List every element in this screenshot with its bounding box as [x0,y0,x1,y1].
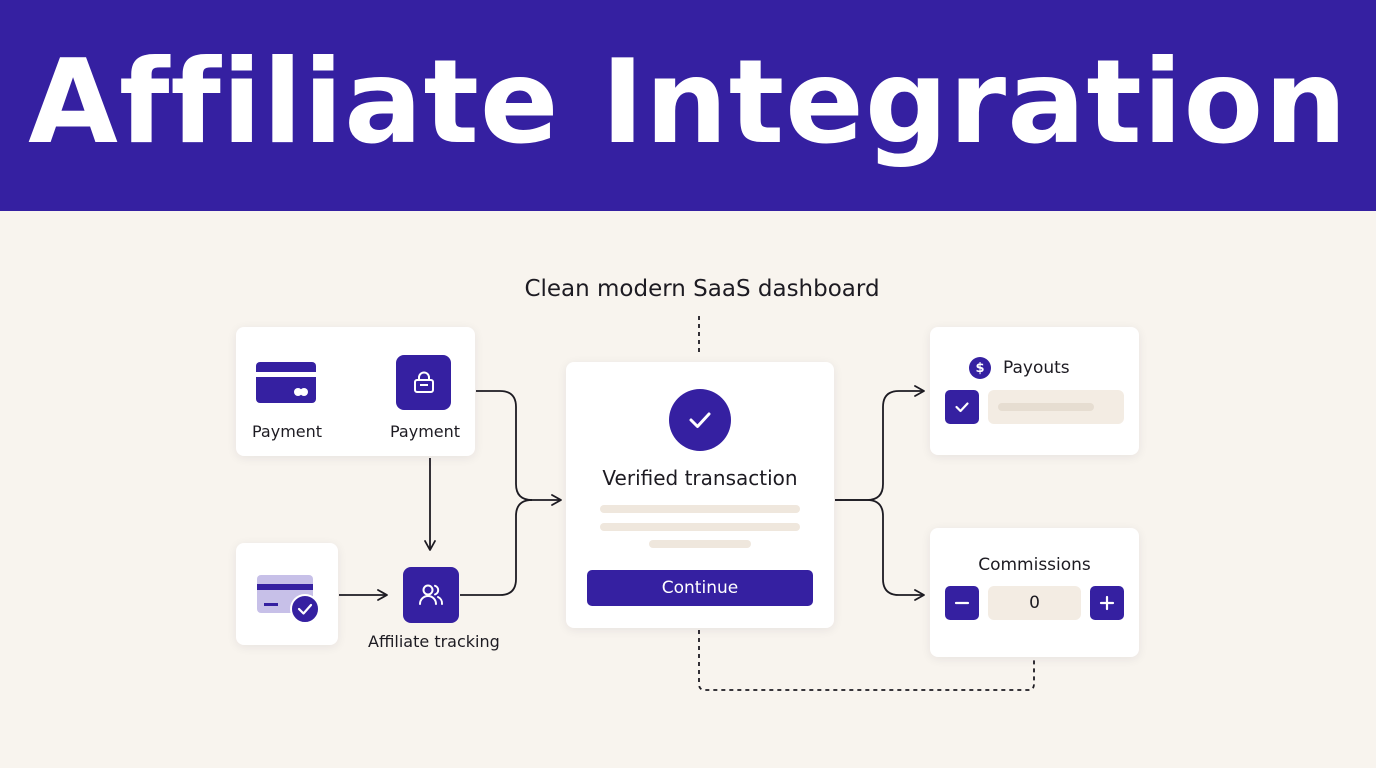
minus-button[interactable] [945,586,979,620]
dollar-icon: $ [969,357,991,379]
check-circle-icon [669,389,731,451]
placeholder-line [600,505,800,513]
commissions-card: Commissions 0 [930,528,1139,657]
verified-card-card [236,543,338,645]
plus-button[interactable] [1090,586,1124,620]
page-title: Affiliate Integration [28,34,1348,170]
payment-label-right: Payment [390,422,461,441]
payouts-title: Payouts [1003,358,1070,378]
card-check-icon [257,575,320,624]
payout-checkbox[interactable] [945,390,979,424]
connector-tracking-to-verified [460,499,533,596]
placeholder-line [649,540,751,548]
users-icon [403,567,459,623]
placeholder-line [600,523,800,531]
credit-card-icon [256,362,316,403]
verified-title: Verified transaction [602,466,798,490]
commission-stepper-value[interactable]: 0 [988,586,1081,620]
payouts-card: $ Payouts [930,327,1139,455]
payment-card: Payment Payment [236,327,475,456]
connector-payment-to-verified [476,390,533,501]
header-banner: Affiliate Integration [0,0,1376,211]
continue-button[interactable]: Continue [587,570,813,606]
payout-amount-field[interactable] [988,390,1124,424]
connector-verified-to-payouts [835,385,925,501]
payment-label-left: Payment [252,422,323,441]
affiliate-tracking-label: Affiliate tracking [368,632,500,651]
diagram-subtitle: Clean modern SaaS dashboard [524,276,880,302]
commissions-title: Commissions [978,555,1091,575]
verified-transaction-card: Verified transaction Continue [566,362,834,628]
dashed-loop-connector [698,630,1035,691]
shopping-bag-icon [396,355,451,410]
connector-verified-to-commissions [835,499,925,601]
